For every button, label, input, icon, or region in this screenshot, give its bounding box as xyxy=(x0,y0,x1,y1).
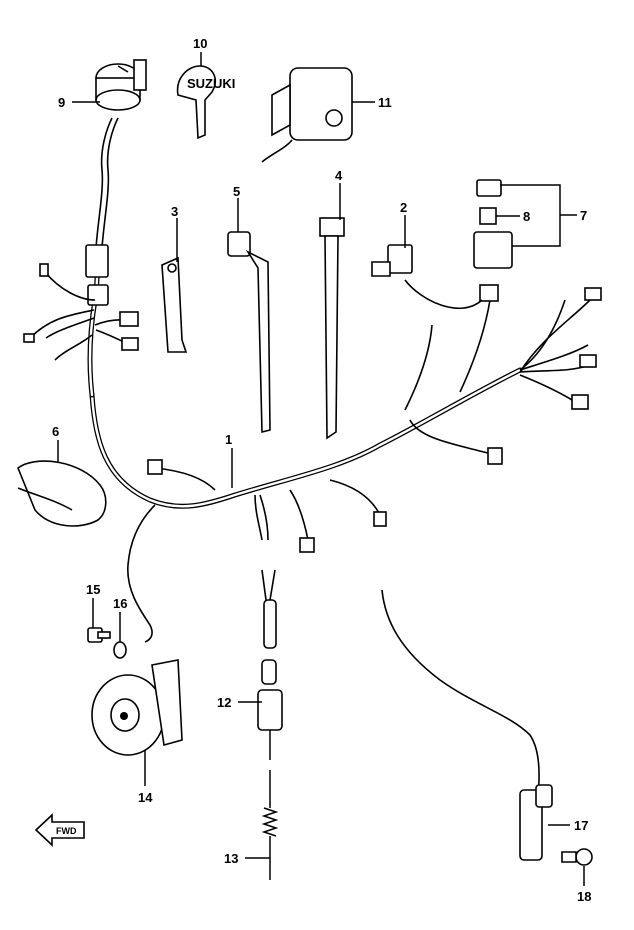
callout-13: 13 xyxy=(224,851,238,866)
callout-6: 6 xyxy=(52,424,59,439)
brake-light-switch xyxy=(257,569,283,760)
callout-2: 2 xyxy=(400,200,407,215)
key-brand-text: SUZUKI xyxy=(187,76,235,91)
spring xyxy=(261,770,279,880)
callout-3: 3 xyxy=(171,204,178,219)
ignition-switch xyxy=(95,59,147,111)
horn xyxy=(91,659,183,756)
front-arrow-text: FWD xyxy=(56,826,77,836)
callout-18: 18 xyxy=(577,889,591,904)
callout-14: 14 xyxy=(138,790,153,805)
callout-11: 11 xyxy=(378,95,392,110)
cable-band xyxy=(319,217,345,440)
rear-brake-switch xyxy=(381,589,593,866)
protector-tape xyxy=(17,460,107,527)
bracket xyxy=(161,256,188,353)
handlebar-switch xyxy=(261,67,353,163)
callout-1: 1 xyxy=(225,432,232,447)
callout-4: 4 xyxy=(335,168,343,183)
callout-17: 17 xyxy=(574,818,588,833)
callout-10: 10 xyxy=(193,36,207,51)
callout-9: 9 xyxy=(58,95,65,110)
callout-labels: 1 2 3 4 5 6 7 8 9 10 11 12 13 14 15 16 1… xyxy=(52,36,591,904)
callout-8: 8 xyxy=(523,209,530,224)
callout-15: 15 xyxy=(86,582,100,597)
callout-7: 7 xyxy=(580,208,587,223)
callout-16: 16 xyxy=(113,596,127,611)
relay xyxy=(371,244,413,277)
relay-assembly xyxy=(473,179,513,269)
ignition-key: SUZUKI xyxy=(176,65,235,140)
callout-5: 5 xyxy=(233,184,240,199)
wiring-harness xyxy=(23,117,602,643)
callout-12: 12 xyxy=(217,695,231,710)
leader-lines xyxy=(57,52,585,886)
front-direction-arrow: FWD xyxy=(34,813,85,847)
cable-clamp xyxy=(227,231,271,434)
